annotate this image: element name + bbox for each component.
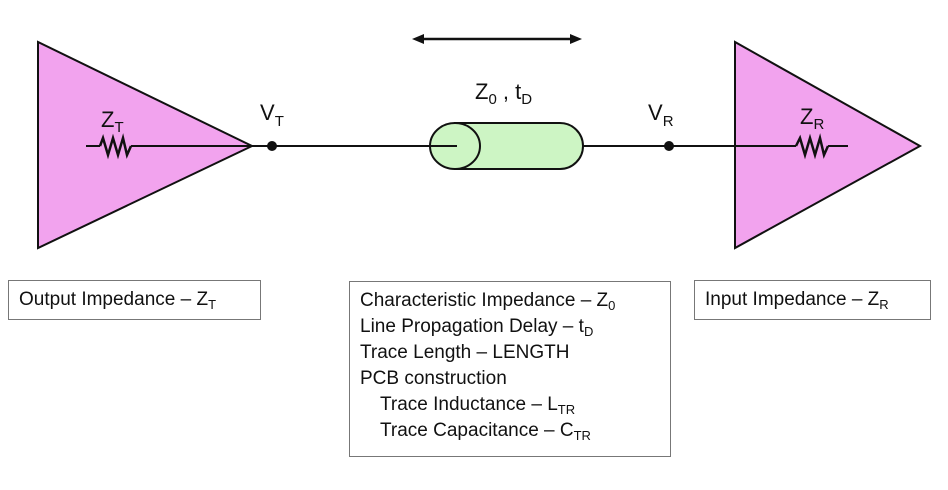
length-arrow-icon — [412, 34, 582, 44]
receiver-impedance-label: ZR — [800, 104, 824, 133]
pcb-construction-item: PCB construction — [360, 368, 507, 389]
line-parameters-label: Z0 , tD — [475, 79, 532, 108]
input-impedance-box: Input Impedance – ZR — [694, 280, 931, 320]
characteristic-impedance-item: Characteristic Impedance – Z0 — [360, 290, 616, 313]
output-impedance-text: Output Impedance – Z — [19, 289, 209, 310]
trace-capacitance-item: Trace Capacitance – CTR — [380, 420, 591, 443]
input-impedance-sub: R — [879, 297, 889, 312]
input-impedance-text: Input Impedance – Z — [705, 289, 880, 310]
node-vr — [664, 141, 674, 151]
node-vr-label: VR — [648, 100, 674, 130]
trace-length-item: Trace Length – LENGTH — [360, 342, 570, 363]
transmission-line-cylinder — [429, 122, 584, 170]
propagation-delay-item: Line Propagation Delay – tD — [360, 316, 594, 339]
driver-resistor-icon — [86, 133, 252, 160]
line-characteristics-box: Characteristic Impedance – Z0 Line Propa… — [349, 281, 671, 457]
output-impedance-sub: T — [208, 297, 217, 312]
node-vt-label: VT — [260, 100, 284, 130]
trace-inductance-item: Trace Inductance – LTR — [380, 394, 576, 417]
output-impedance-box: Output Impedance – ZT — [8, 280, 261, 320]
receiver-resistor-icon — [735, 133, 848, 160]
node-vt — [267, 141, 277, 151]
driver-impedance-label: ZT — [101, 107, 124, 136]
